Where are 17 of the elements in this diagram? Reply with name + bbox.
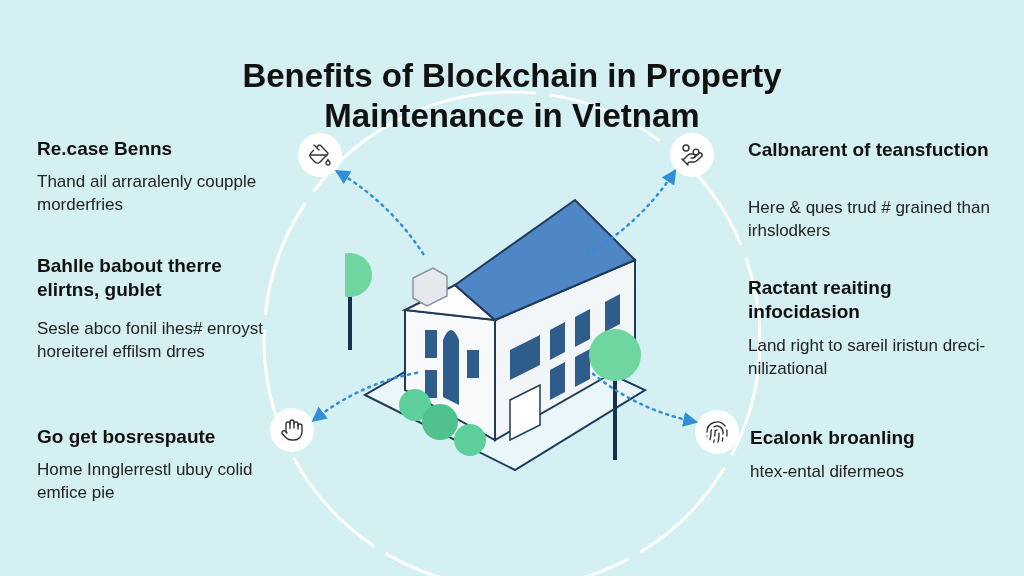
dotted-arrow	[311, 371, 419, 422]
section-heading: Go get bosrespaute	[37, 425, 217, 449]
section-text: Thand ail arraralenly coupple morderfries	[37, 171, 258, 216]
section-heading: Ractant reaiting infocidasion	[748, 276, 893, 324]
dotted-arrow	[591, 372, 699, 427]
dotted-arrow	[334, 170, 425, 256]
section-text: Sesle abco fonil ihes# enroyst horeiterel effilsm drres	[37, 318, 264, 363]
dotted-arrow	[586, 169, 677, 256]
section-heading: Calbnarent of teansfuction	[748, 138, 990, 162]
section-text: htex-ental difermeos	[750, 461, 906, 483]
section-heading: Bahlle babout therre elirtns, gublet	[37, 254, 223, 302]
section-heading: Ecalonk broanling	[750, 426, 916, 450]
section-text: Here & ques trud # grained than irhslodkers	[748, 197, 991, 242]
title: Benefits of Blockchain in Property Maintenance in Vietnam	[241, 56, 783, 136]
section-heading: Re.case Benns	[37, 137, 174, 161]
section-text: Home Innglerrestl ubuy colid emfice pie	[37, 459, 254, 504]
section-text: Land right to sareil iristun dreci-nilizational	[748, 335, 987, 380]
